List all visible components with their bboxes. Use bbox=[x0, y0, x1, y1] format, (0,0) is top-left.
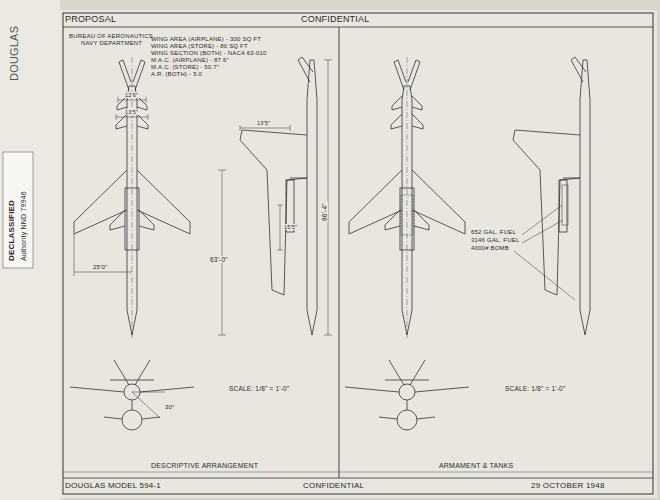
dimension: 25'0" bbox=[92, 264, 108, 271]
dimension: 63'-0" bbox=[209, 256, 229, 263]
dimension: 15'5" bbox=[283, 224, 298, 230]
declassified-stamp: Authority NND 79946 bbox=[20, 190, 28, 262]
agency-note: NAVY DEPARTMENT bbox=[80, 40, 143, 47]
scale-note: SCALE: 1/8" = 1'-0" bbox=[504, 385, 566, 392]
spec-note: M.A.C. (STORE) - 50.7" bbox=[150, 64, 220, 71]
dimension: 12'6" bbox=[124, 92, 139, 98]
callout: 4000# BOMB bbox=[470, 245, 510, 252]
view-title: DESCRIPTIVE ARRANGEMENT bbox=[150, 462, 259, 470]
dimension: 13'5" bbox=[124, 109, 139, 115]
agency-note: BUREAU OF AERONAUTICS bbox=[68, 33, 154, 40]
view-title: ARMAMENT & TANKS bbox=[438, 462, 514, 470]
header-note: CONFIDENTIAL bbox=[300, 15, 370, 25]
callout: 652 GAL. FUEL bbox=[470, 229, 517, 236]
spec-note: A.R. (BOTH) - 5.0 bbox=[150, 71, 203, 78]
callout: 3146 GAL. FUEL bbox=[470, 237, 521, 244]
spec-note: WING AREA (AIRPLANE) - 300 SQ FT bbox=[150, 36, 262, 43]
dimension: 86'-4" bbox=[321, 202, 328, 222]
footer-note: DOUGLAS MODEL 594-1 bbox=[64, 482, 162, 491]
footer-note: 29 OCTOBER 1948 bbox=[530, 482, 606, 491]
edge-stamp: DOUGLAS bbox=[8, 25, 20, 82]
declassified-stamp: DECLASSIFIED bbox=[8, 199, 17, 262]
spec-note: WING AREA (STORE) - 80 SQ FT bbox=[150, 43, 249, 50]
header-note: PROPOSAL bbox=[64, 15, 117, 25]
spec-note: WING SECTION (BOTH) - NACA 63-010 bbox=[150, 50, 268, 57]
scale-note: SCALE: 1/8" = 1'-0" bbox=[228, 385, 290, 392]
footer-note: CONFIDENTIAL bbox=[302, 482, 365, 491]
spec-note: M.A.C. (AIRPLANE) - 87.6" bbox=[150, 57, 230, 64]
dimension: 13'5" bbox=[256, 120, 271, 126]
angle-note: 30° bbox=[164, 404, 176, 411]
